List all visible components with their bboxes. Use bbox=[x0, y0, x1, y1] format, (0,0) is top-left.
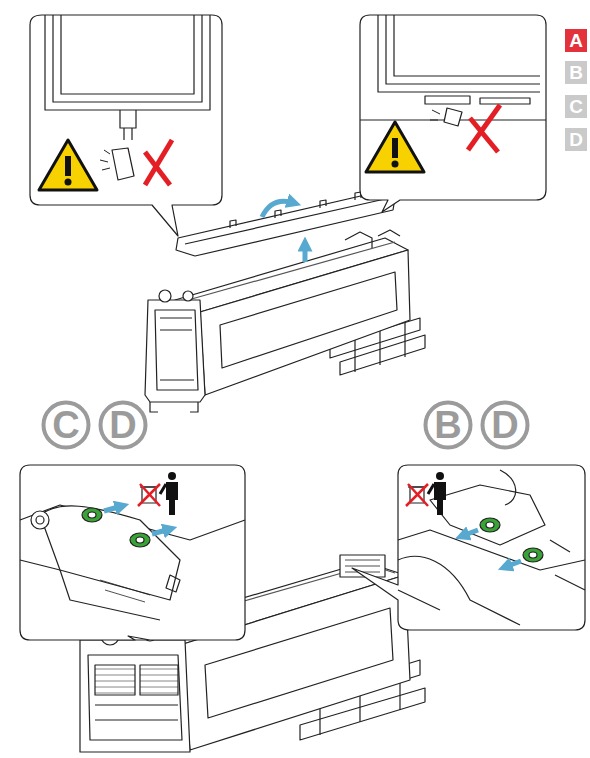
section-tab-active: A bbox=[565, 29, 587, 52]
callout-right bbox=[360, 15, 546, 212]
variant-letter: D bbox=[491, 406, 518, 444]
warning-sign bbox=[366, 122, 424, 172]
warning-sign bbox=[39, 140, 97, 190]
variant-circle: C bbox=[41, 400, 91, 450]
section-letter: B bbox=[569, 63, 583, 82]
variant-letter: B bbox=[434, 406, 461, 444]
section-tab: C bbox=[565, 95, 587, 118]
variant-letter: C bbox=[52, 406, 79, 444]
callout-right bbox=[352, 465, 585, 630]
variant-circle: B bbox=[423, 400, 473, 450]
circle-ring bbox=[426, 403, 471, 448]
variant-letter: D bbox=[109, 406, 136, 444]
variant-circle: D bbox=[98, 400, 148, 450]
section-letter: A bbox=[569, 31, 583, 50]
washer bbox=[82, 508, 150, 547]
callout-left bbox=[30, 15, 222, 236]
circle-ring bbox=[44, 403, 89, 448]
bin-icon bbox=[138, 472, 178, 515]
section-tab: B bbox=[565, 61, 587, 84]
bin-icon bbox=[406, 472, 446, 515]
variant-circle: D bbox=[480, 400, 530, 450]
unit-body bbox=[145, 230, 410, 412]
washer bbox=[480, 518, 543, 562]
section-letter: D bbox=[569, 130, 583, 149]
callout-left bbox=[20, 465, 245, 640]
circle-ring bbox=[101, 403, 146, 448]
section-tab: D bbox=[565, 128, 587, 151]
section-letter: C bbox=[569, 97, 583, 116]
circle-ring bbox=[483, 403, 528, 448]
